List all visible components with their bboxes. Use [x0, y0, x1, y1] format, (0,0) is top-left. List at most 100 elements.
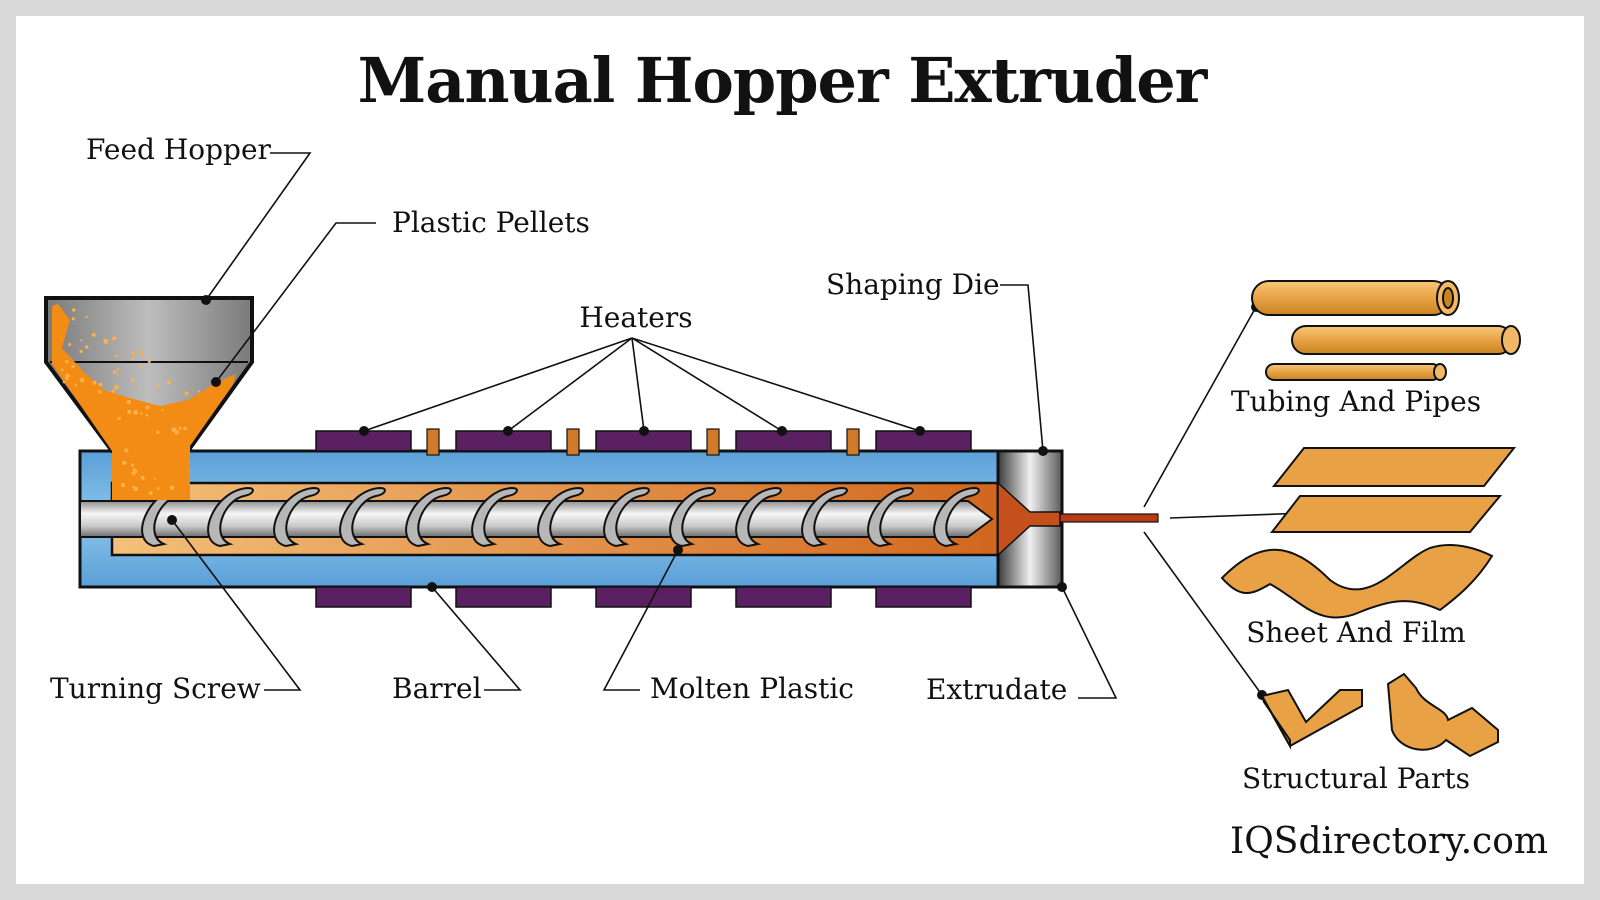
pellet — [127, 409, 132, 414]
pellet — [80, 339, 83, 342]
pellet — [116, 373, 119, 376]
pellet — [145, 414, 148, 417]
label-structural-parts: Structural Parts — [1242, 762, 1470, 795]
pellet — [115, 354, 118, 358]
pellet — [117, 416, 121, 421]
screw-flight — [867, 486, 914, 548]
screw-flight — [471, 486, 518, 548]
heater-tabs — [426, 428, 860, 456]
pellet — [153, 478, 156, 480]
screw-flight — [405, 486, 452, 548]
pellet — [133, 486, 139, 492]
pellet — [197, 390, 201, 393]
pellet — [120, 482, 126, 488]
pellet — [184, 391, 189, 396]
label-barrel: Barrel — [392, 672, 482, 705]
sheet-and-film-illustration — [1220, 447, 1517, 619]
pellet — [112, 370, 117, 374]
screw-flight — [603, 486, 650, 548]
pellet — [156, 430, 160, 434]
label-feed-hopper: Feed Hopper — [86, 133, 272, 166]
pellet — [71, 317, 75, 321]
page-title: Manual Hopper Extruder — [358, 44, 1209, 117]
pellet — [65, 373, 69, 377]
label-sheet-and-film: Sheet And Film — [1246, 616, 1465, 649]
label-turning-screw: Turning Screw — [50, 672, 261, 705]
pellet — [116, 368, 120, 371]
pellet — [111, 389, 115, 393]
label-shaping-die: Shaping Die — [826, 268, 1000, 301]
pellet — [97, 390, 102, 394]
pellet — [138, 385, 141, 388]
pellet — [147, 360, 151, 364]
pellet — [131, 357, 135, 361]
pellet — [156, 487, 160, 490]
pellet — [74, 383, 78, 387]
pellet — [71, 364, 75, 369]
pellet — [161, 408, 164, 412]
heaters-top — [315, 430, 972, 452]
screw-flight — [537, 486, 584, 548]
extrudate-strip — [1059, 513, 1159, 523]
label-heaters: Heaters — [579, 301, 692, 334]
pellet — [65, 360, 69, 364]
heaters-bottom — [315, 586, 972, 608]
pellet — [79, 349, 83, 354]
pellet — [98, 382, 103, 387]
pellet — [114, 384, 119, 390]
pellet — [130, 463, 135, 467]
screw-flight — [933, 486, 980, 548]
pellet — [139, 350, 144, 355]
pellet — [112, 336, 117, 341]
pellet — [132, 468, 137, 472]
pellet — [132, 351, 136, 355]
label-extrudate: Extrudate — [926, 673, 1067, 706]
pellet — [183, 426, 187, 431]
pellet — [178, 426, 182, 430]
screw-flight — [207, 486, 254, 548]
screw-flight — [273, 486, 320, 548]
pellet — [169, 485, 175, 491]
pellet — [72, 308, 76, 312]
pellet — [131, 471, 136, 476]
pellet — [156, 384, 160, 388]
pellet — [166, 380, 171, 385]
label-tubing-and-pipes: Tubing And Pipes — [1231, 385, 1481, 418]
die-channel — [997, 481, 1061, 557]
pellet — [92, 380, 97, 385]
pellet — [103, 339, 109, 344]
pellet — [68, 343, 72, 346]
pellet — [62, 380, 66, 384]
pellet — [138, 365, 142, 369]
pellet — [126, 400, 131, 405]
pellet — [140, 475, 145, 480]
feed-hopper — [44, 296, 254, 500]
pellet — [124, 448, 129, 453]
pellet — [85, 315, 88, 318]
pellet — [67, 374, 71, 378]
pellet — [65, 376, 69, 380]
pellet — [91, 332, 96, 337]
pellet — [148, 491, 153, 496]
pellet — [79, 377, 85, 383]
watermark: IQSdirectory.com — [1230, 821, 1548, 862]
plastic-pellets — [52, 304, 236, 500]
screw-flight — [339, 486, 386, 548]
turning-screw — [79, 486, 994, 548]
screw-flight — [801, 486, 848, 548]
screw-flight — [735, 486, 782, 548]
pellet — [60, 368, 64, 372]
pellet — [140, 412, 143, 415]
screw-flight — [669, 486, 716, 548]
pellet — [133, 410, 139, 415]
pellet — [174, 429, 179, 435]
leader-lines — [167, 152, 1311, 700]
pellet — [84, 345, 89, 349]
label-molten-plastic: Molten Plastic — [650, 672, 854, 705]
structural-parts-illustration — [1260, 672, 1499, 758]
pellet — [130, 378, 135, 382]
tubing-and-pipes-illustration — [1251, 280, 1521, 381]
pellet — [122, 460, 127, 465]
pellet — [145, 405, 150, 410]
